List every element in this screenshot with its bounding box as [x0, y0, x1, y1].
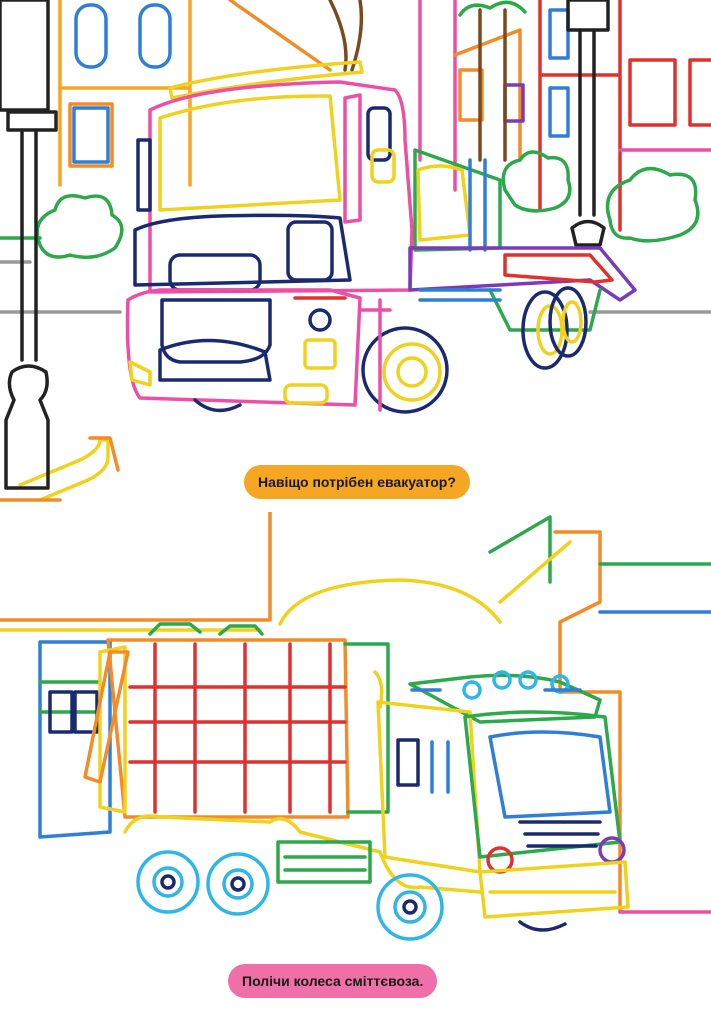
garbage-truck-scene	[0, 512, 711, 1024]
garbage-truck-drawing	[0, 512, 711, 941]
background-buildings	[58, 0, 711, 232]
tow-truck	[125, 60, 637, 414]
background-buildings	[0, 512, 711, 914]
tow-truck-caption: Навіщо потрібен евакуатор?	[244, 465, 470, 499]
garbage-truck-caption: Полічи колеса сміттєвоза.	[228, 964, 438, 998]
street-lamp-left	[0, 0, 58, 490]
street-lamp-right	[566, 0, 610, 247]
garbage-truck	[83, 622, 630, 941]
sidewalk	[0, 236, 711, 502]
tow-truck-scene	[0, 0, 711, 502]
bushes	[35, 150, 700, 260]
tow-truck-drawing	[0, 0, 711, 502]
